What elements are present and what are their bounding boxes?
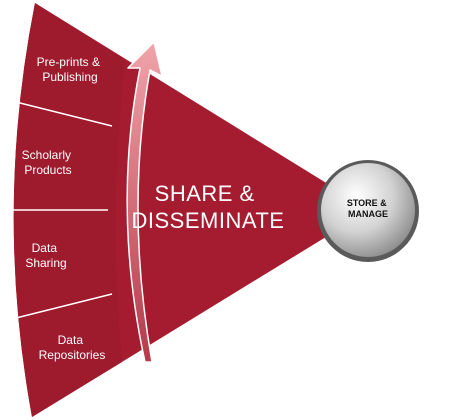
segment-label-pre-prints: Pre-prints & Publishing [37,55,104,84]
main-title: SHARE & DISSEMINATE [131,181,284,233]
segment-label-scholarly-products: Scholarly Products [22,148,75,177]
segment-label-data-repositories: Data Repositories [39,333,106,362]
segment-divider [11,293,113,320]
segment-divider [11,100,113,127]
store-manage-hub-sphere [321,163,415,257]
segment-label-data-sharing: Data Sharing [25,241,66,270]
hub-label: STORE & MANAGE [347,198,389,219]
upward-arrow-icon [126,41,163,363]
